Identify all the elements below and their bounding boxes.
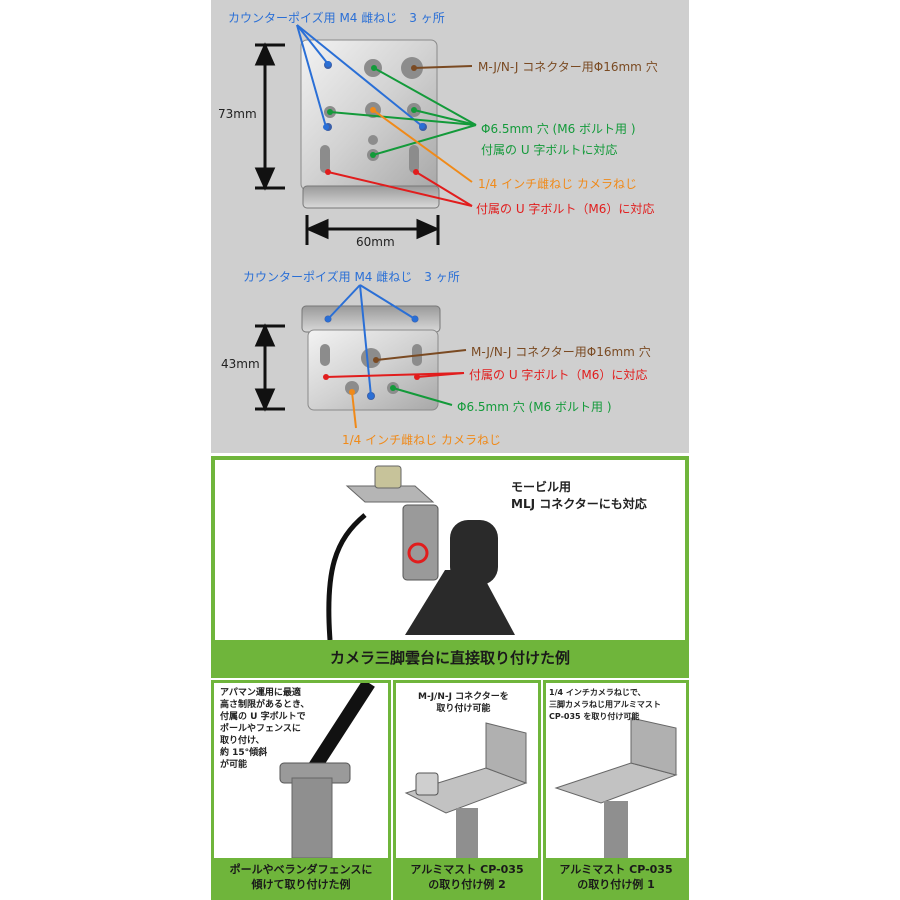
slot — [320, 344, 330, 366]
example-panel-mast-1: 1/4 インチカメラねじで、 三脚カメラねじ用アルミマスト CP-035 を取り… — [543, 680, 689, 900]
top-hole-label-2: 付属の U 字ボルトに対応 — [481, 143, 618, 157]
bottom-bracket-flange — [301, 305, 441, 333]
mast-2-caption: アルミマスト CP-035 の取り付け例 2 — [410, 863, 524, 891]
bottom-height-dimension: 43mm — [221, 357, 260, 371]
example-panel-fence: アパマン運用に最適 高さ制限があるとき、 付属の U 字ボルトで ポールやフェン… — [211, 680, 391, 900]
top-width-dimension: 60mm — [356, 235, 395, 249]
diagram-background — [211, 0, 689, 453]
hole — [368, 135, 378, 145]
tripod-example-panel: モービル用 MLJ コネクターにも対応 カメラ三脚雲台に直接取り付けた例 — [211, 456, 689, 678]
bottom-connector-label: M-J/N-J コネクター用Φ16mm 穴 — [471, 345, 651, 359]
bottom-bracket-plate — [307, 329, 439, 411]
fence-note: アパマン運用に最適 高さ制限があるとき、 付属の U 字ボルトで ポールやフェン… — [220, 688, 310, 770]
top-hole-label-1: Φ6.5mm 穴 (M6 ボルト用 ) — [481, 122, 636, 136]
tripod-caption: カメラ三脚雲台に直接取り付けた例 — [329, 649, 570, 667]
mast-1-note: 1/4 インチカメラねじで、 三脚カメラねじ用アルミマスト CP-035 を取り… — [549, 688, 661, 721]
slot — [320, 145, 330, 173]
tripod-photo: モービル用 MLJ コネクターにも対応 — [215, 460, 685, 640]
top-bracket-drawing — [254, 24, 477, 429]
mast-2-note: M-J/N-J コネクターを 取り付け可能 — [418, 692, 509, 714]
mast-1-illustration — [554, 717, 678, 858]
bottom-ubolt-label: 付属の U 字ボルト（M6）に対応 — [469, 368, 648, 382]
bottom-counterpoise-label: カウンターポイズ用 M4 雌ねじ 3 ヶ所 — [243, 270, 460, 284]
fence-photo: アパマン運用に最適 高さ制限があるとき、 付属の U 字ボルトで ポールやフェン… — [214, 683, 388, 858]
mast-2-illustration — [404, 722, 528, 858]
top-height-dimension: 73mm — [218, 107, 257, 121]
bottom-camera-label: 1/4 インチ雌ねじ カメラねじ — [342, 433, 501, 447]
top-camera-label: 1/4 インチ雌ねじ カメラねじ — [478, 177, 637, 191]
example-panel-mast-2: M-J/N-J コネクターを 取り付け可能 アルミマスト CP-035 の取り付… — [393, 680, 541, 900]
slot — [409, 145, 419, 173]
fence-illustration — [279, 683, 375, 858]
top-ubolt-label: 付属の U 字ボルト（M6）に対応 — [476, 202, 655, 216]
tripod-illustration — [326, 465, 515, 640]
fence-caption: ポールやベランダフェンスに 傾けて取り付けた例 — [229, 863, 373, 891]
top-connector-label: M-J/N-J コネクター用Φ16mm 穴 — [478, 60, 658, 74]
tripod-note: モービル用 MLJ コネクターにも対応 — [511, 480, 647, 511]
mast-2-photo: M-J/N-J コネクターを 取り付け可能 — [396, 683, 538, 858]
bottom-hole-label: Φ6.5mm 穴 (M6 ボルト用 ) — [457, 400, 612, 414]
mast-1-caption: アルミマスト CP-035 の取り付け例 1 — [559, 863, 673, 891]
hole — [345, 381, 359, 395]
top-counterpoise-label: カウンターポイズ用 M4 雌ねじ 3 ヶ所 — [228, 11, 445, 25]
mast-1-photo: 1/4 インチカメラねじで、 三脚カメラねじ用アルミマスト CP-035 を取り… — [546, 683, 686, 858]
top-bracket-flange — [302, 185, 440, 209]
